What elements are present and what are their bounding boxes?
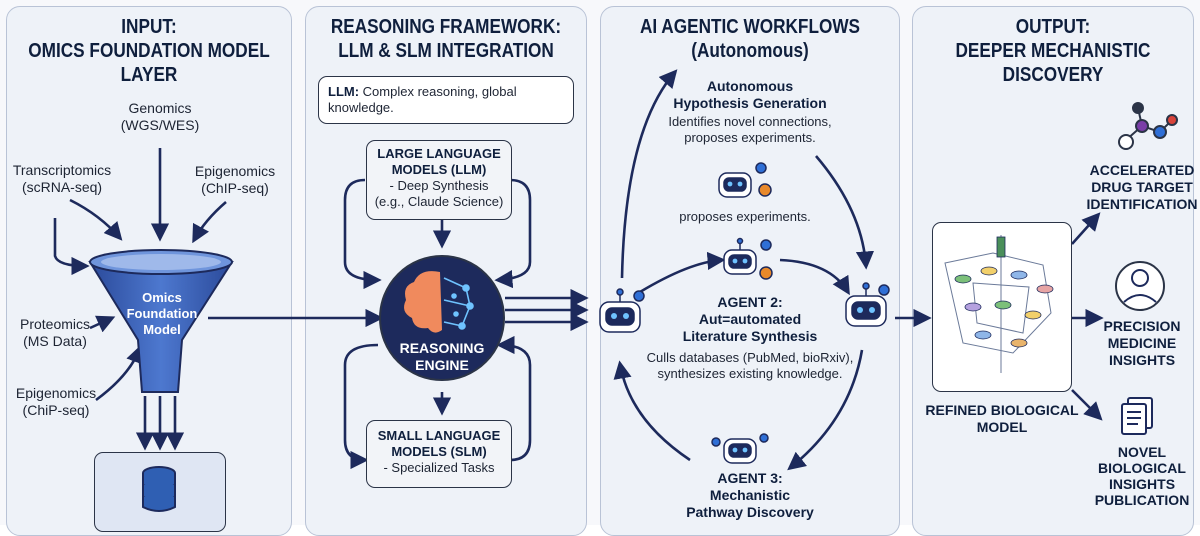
llm-note-label: LLM: xyxy=(328,84,360,99)
llm-box xyxy=(366,140,512,220)
funnel-label: Omics Foundation Model xyxy=(126,290,198,337)
llm-note: LLM: Complex reasoning, global knowledge… xyxy=(328,84,568,116)
source-genomics: Genomics (WGS/WES) xyxy=(120,100,200,133)
agentic-title-line2: (Autonomous) xyxy=(691,40,809,62)
publication-icon xyxy=(1121,397,1153,435)
outcome-precision-medicine: PRECISION MEDICINE INSIGHTS xyxy=(1103,318,1181,368)
output-title-line2: DEEPER MECHANISTIC DISCOVERY xyxy=(955,40,1151,86)
source-epigenomics-top: Epigenomics (ChIP-seq) xyxy=(194,163,276,196)
reasoning-title-line1: REASONING FRAMEWORK: xyxy=(330,16,562,38)
database-box xyxy=(94,452,226,532)
source-transcriptomics: Transcriptomics (scRNA-seq) xyxy=(12,162,112,195)
database-icon xyxy=(142,466,176,512)
agent1-desc: Identifies novel connections, proposes e… xyxy=(668,114,832,145)
robot-icon xyxy=(599,162,890,464)
source-epigenomics-bottom: Epigenomics (ChiP-seq) xyxy=(15,385,97,418)
outcome-icons xyxy=(1115,102,1178,435)
refined-model-box xyxy=(932,222,1072,392)
molecule-icon xyxy=(1118,102,1178,150)
output-title-line1: OUTPUT: xyxy=(1015,16,1091,38)
agent1-title: Autonomous Hypothesis Generation xyxy=(673,78,827,111)
input-title-line2: OMICS FOUNDATION MODEL LAYER xyxy=(28,40,270,86)
agentic-title-line1: AI AGENTIC WORKFLOWS xyxy=(639,16,861,38)
source-proteomics: Proteomics (MS Data) xyxy=(19,316,91,349)
slm-box-text: SMALL LANGUAGE MODELS (SLM) - Specialize… xyxy=(377,428,501,475)
reasoning-engine-graphic xyxy=(379,255,505,381)
slm-box xyxy=(366,420,512,488)
doctor-icon xyxy=(1115,261,1165,311)
input-title-line1: INPUT: xyxy=(121,16,177,38)
diagram-canvas: INPUT: OMICS FOUNDATION MODEL LAYER REAS… xyxy=(6,6,1198,536)
pathway-diagram-icon xyxy=(944,235,1054,373)
llm-note-text: Complex reasoning, global knowledge. xyxy=(328,84,517,115)
reasoning-title-line2: LLM & SLM INTEGRATION xyxy=(338,40,554,62)
agent2-title: AGENT 2: Aut=automated Literature Synthe… xyxy=(682,294,818,344)
llm-note-box xyxy=(318,76,574,124)
funnel-graphic xyxy=(88,249,234,393)
outcome-drug-target: ACCELERATED DRUG TARGET IDENTIFICATION xyxy=(1086,162,1198,212)
agent-robots xyxy=(599,162,890,464)
refined-model-label: REFINED BIOLOGICAL MODEL xyxy=(925,402,1079,435)
llm-box-text: LARGE LANGUAGE MODELS (LLM) - Deep Synth… xyxy=(374,146,504,209)
connector-arrows xyxy=(53,69,1104,471)
outcome-publication: NOVEL BIOLOGICAL INSIGHTS PUBLICATION xyxy=(1094,444,1190,508)
agent1-sub: proposes experiments. xyxy=(679,209,811,224)
agent2-desc: Culls databases (PubMed, bioRxiv), synth… xyxy=(646,350,854,381)
agent3-title: AGENT 3: Mechanistic Pathway Discovery xyxy=(686,470,814,520)
reasoning-engine-label: REASONING ENGINE xyxy=(399,340,485,373)
